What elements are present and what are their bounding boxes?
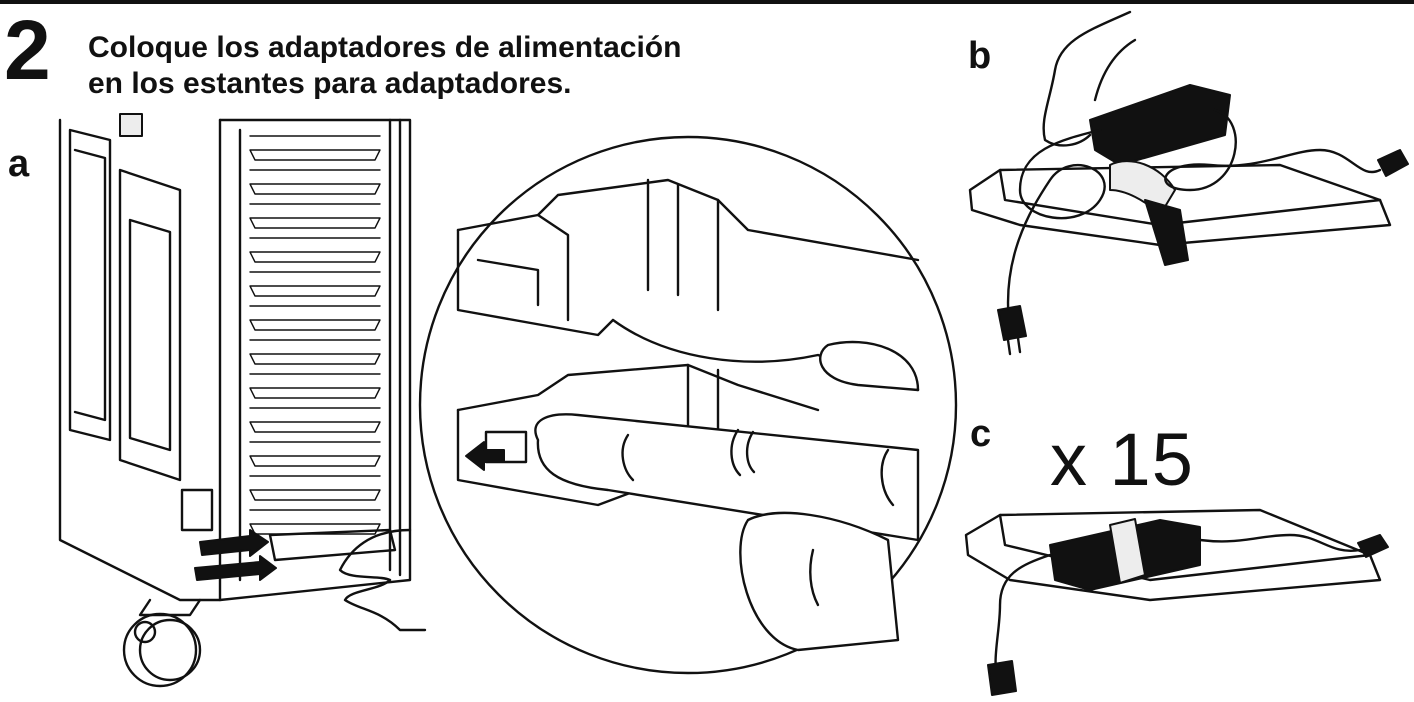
dc-plug <box>1377 149 1409 177</box>
adapter-tray-b-illustration <box>968 10 1409 356</box>
vent-grille <box>119 113 143 137</box>
power-brick <box>1089 84 1231 166</box>
dc-plug <box>1357 534 1389 558</box>
adapter-tray-c-illustration <box>964 508 1389 696</box>
panel-a-label: a <box>8 143 30 185</box>
step-title-line-1: Coloque los adaptadores de alimentación <box>88 31 682 64</box>
hand <box>338 528 427 632</box>
ac-plug <box>997 305 1027 341</box>
finger <box>534 413 920 542</box>
slide-arrow-lower <box>194 555 277 581</box>
velcro-strap <box>1109 518 1146 584</box>
slide-arrow-upper <box>199 529 269 557</box>
hand <box>1042 10 1132 147</box>
adapter-shelves <box>249 135 381 535</box>
zoom-circle <box>418 135 958 675</box>
quantity-label: x 15 <box>1050 418 1194 501</box>
zoom-detail-illustration <box>418 135 958 675</box>
step-title: Coloque los adaptadores de alimentación … <box>88 30 788 102</box>
panel-b-label: b <box>968 35 992 77</box>
ac-plug <box>987 660 1017 696</box>
ac-cable <box>1006 128 1106 332</box>
top-rule <box>0 0 1414 4</box>
cart-illustration <box>58 113 427 688</box>
latch-arrow <box>465 441 505 471</box>
step-number: 2 <box>4 3 51 97</box>
panel-c-label: c <box>970 413 992 455</box>
velcro-strap <box>1144 199 1189 266</box>
caster-wheel <box>122 598 202 688</box>
step-title-line-2: en los estantes para adaptadores. <box>88 67 572 100</box>
